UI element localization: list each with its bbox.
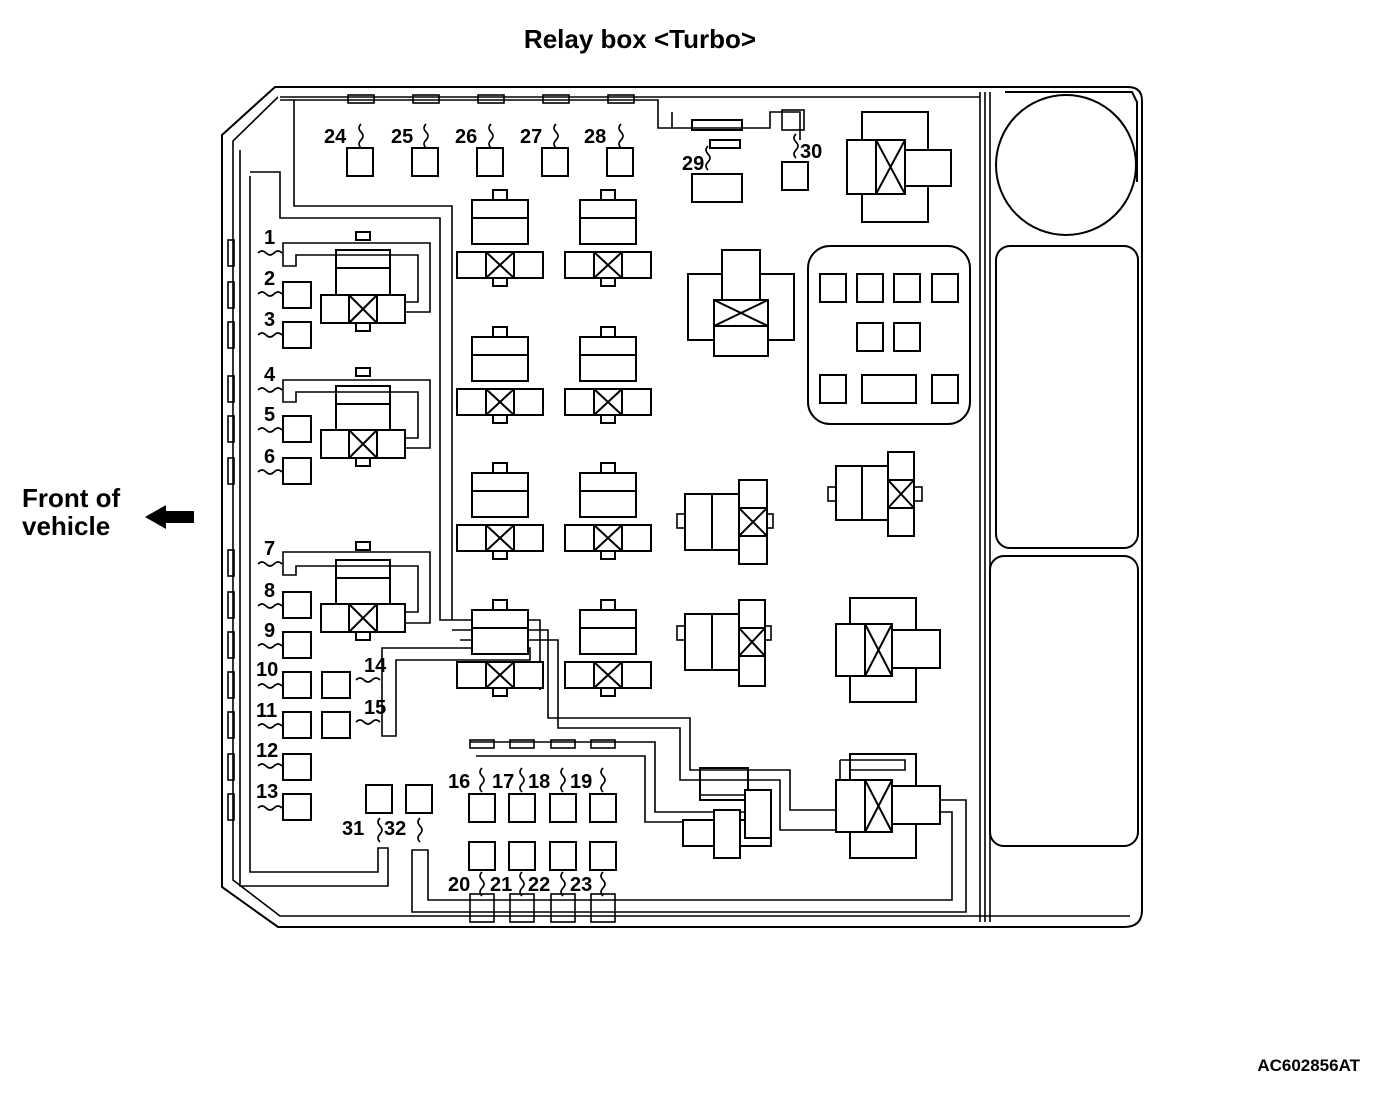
- connector-label-1: 1: [264, 227, 275, 249]
- front-of-vehicle-label-line2: vehicle: [22, 511, 110, 541]
- cavity-upper-right: [995, 245, 1139, 549]
- connector-label-27: 27: [520, 126, 542, 148]
- connector-label-5: 5: [264, 404, 275, 426]
- center-relay-8: [564, 599, 652, 697]
- connector-label-23: 23: [570, 874, 592, 896]
- connector-label-16: 16: [448, 771, 470, 793]
- connector-label-8: 8: [264, 580, 275, 602]
- connector-label-32: 32: [384, 818, 406, 840]
- side-relay-a: [676, 479, 774, 565]
- center-relay-1: [456, 189, 544, 287]
- lower-right-relay: [835, 753, 941, 859]
- connector-label-30: 30: [800, 141, 822, 163]
- arrow-left-icon: [145, 505, 194, 529]
- connector-label-13: 13: [256, 781, 278, 803]
- left-relay-1: [320, 231, 406, 332]
- label-leaders: [257, 123, 799, 897]
- connector-label-10: 10: [256, 659, 278, 681]
- center-relay-7: [456, 599, 544, 697]
- bottom-terminals: [468, 739, 617, 923]
- center-relay-6: [564, 462, 652, 560]
- connector-label-7: 7: [264, 538, 275, 560]
- top-terminals: [346, 94, 809, 203]
- left-relay-2: [320, 367, 406, 467]
- center-relays: [456, 189, 652, 697]
- front-of-vehicle-label-line1: Front of: [22, 483, 121, 513]
- connector-label-21: 21: [490, 874, 512, 896]
- lower-mid-relay: [682, 767, 772, 859]
- center-relay-4: [564, 326, 652, 424]
- side-relay-c: [827, 451, 923, 537]
- cavity-lower-right: [989, 555, 1139, 847]
- center-relay-2: [564, 189, 652, 287]
- connector-label-4: 4: [264, 364, 276, 386]
- connector-label-19: 19: [570, 771, 592, 793]
- wiring-harness: [239, 99, 967, 913]
- connector-label-20: 20: [448, 874, 470, 896]
- side-relay-b: [676, 599, 772, 687]
- center-large-relay: [687, 249, 795, 357]
- left-terminals: [282, 281, 433, 821]
- center-relay-3: [456, 326, 544, 424]
- relay-box-housing: [221, 86, 1143, 928]
- connector-label-26: 26: [455, 126, 477, 148]
- right-large-relay: [835, 597, 941, 703]
- connector-label-11: 11: [256, 700, 277, 722]
- connector-label-3: 3: [264, 309, 275, 331]
- connector-label-17: 17: [492, 771, 514, 793]
- connector-label-2: 2: [264, 268, 275, 290]
- connector-label-29: 29: [682, 153, 704, 175]
- left-terminal-tabs: [227, 239, 235, 821]
- drawing-code: AC602856AT: [1257, 1056, 1360, 1075]
- connector-label-9: 9: [264, 620, 275, 642]
- connector-label-18: 18: [528, 771, 550, 793]
- connector-label-14: 14: [364, 655, 387, 677]
- fuse-block: [807, 245, 971, 425]
- connector-label-28: 28: [584, 126, 606, 148]
- center-relay-5: [456, 462, 544, 560]
- connector-label-24: 24: [324, 126, 347, 148]
- top-right-relay: [846, 111, 952, 223]
- connector-label-25: 25: [391, 126, 413, 148]
- left-relay-3: [320, 541, 406, 641]
- connector-label-22: 22: [528, 874, 550, 896]
- connector-label-12: 12: [256, 740, 278, 762]
- diagram-title: Relay box <Turbo>: [524, 24, 756, 54]
- connector-label-15: 15: [364, 697, 386, 719]
- connector-label-6: 6: [264, 446, 275, 468]
- fuse-holder-round: [995, 91, 1138, 236]
- connector-label-31: 31: [342, 818, 364, 840]
